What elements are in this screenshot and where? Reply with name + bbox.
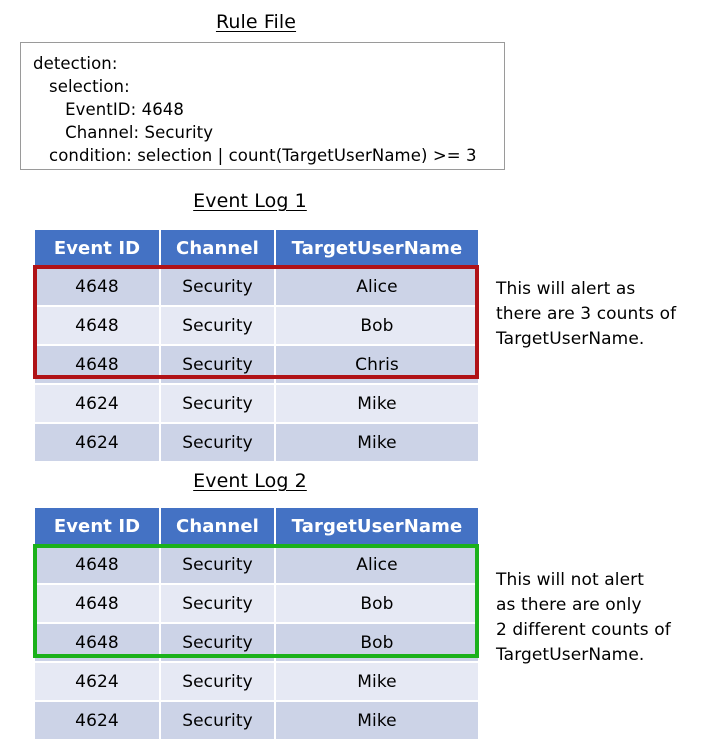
- rule-line-condition: condition: selection | count(TargetUserN…: [33, 146, 477, 165]
- table-header-row: Event ID Channel TargetUserName: [35, 508, 478, 546]
- cell-targetusername: Chris: [275, 345, 478, 385]
- column-header-targetusername: TargetUserName: [275, 230, 478, 268]
- table-row: 4624 Security Mike: [35, 662, 478, 702]
- cell-targetusername: Mike: [275, 662, 478, 702]
- cell-targetusername: Mike: [275, 423, 478, 461]
- cell-channel: Security: [160, 423, 276, 461]
- cell-event-id: 4624: [35, 423, 161, 461]
- table-row: 4648 Security Bob: [35, 584, 478, 624]
- rule-line-channel: Channel: Security: [33, 123, 214, 142]
- cell-event-id: 4648: [35, 345, 161, 385]
- cell-event-id: 4648: [35, 267, 161, 307]
- event-log-1-annotation: This will alert as there are 3 counts of…: [496, 279, 677, 349]
- event-log-2-table: Event ID Channel TargetUserName 4648 Sec…: [35, 508, 478, 739]
- column-header-event-id: Event ID: [35, 508, 161, 546]
- cell-channel: Security: [160, 662, 276, 702]
- cell-targetusername: Mike: [275, 701, 478, 739]
- table-row: 4624 Security Mike: [35, 701, 478, 739]
- event-log-1-table: Event ID Channel TargetUserName 4648 Sec…: [35, 230, 478, 461]
- table-row: 4648 Security Bob: [35, 623, 478, 663]
- cell-targetusername: Mike: [275, 384, 478, 424]
- cell-channel: Security: [160, 584, 276, 624]
- cell-channel: Security: [160, 545, 276, 585]
- cell-event-id: 4648: [35, 306, 161, 346]
- cell-channel: Security: [160, 701, 276, 739]
- cell-channel: Security: [160, 623, 276, 663]
- cell-channel: Security: [160, 267, 276, 307]
- cell-targetusername: Bob: [275, 306, 478, 346]
- cell-targetusername: Bob: [275, 584, 478, 624]
- event-log-1-title: Event Log 1: [193, 190, 307, 212]
- table-row: 4624 Security Mike: [35, 423, 478, 461]
- table-row: 4648 Security Alice: [35, 267, 478, 307]
- cell-channel: Security: [160, 306, 276, 346]
- rule-file-box: detection: selection: EventID: 4648 Chan…: [20, 42, 505, 170]
- table-row: 4648 Security Chris: [35, 345, 478, 385]
- rule-line-selection: selection:: [33, 77, 130, 96]
- rule-file-title: Rule File: [215, 11, 297, 33]
- cell-event-id: 4648: [35, 545, 161, 585]
- column-header-event-id: Event ID: [35, 230, 161, 268]
- table-row: 4648 Security Alice: [35, 545, 478, 585]
- column-header-channel: Channel: [160, 230, 276, 268]
- cell-targetusername: Alice: [275, 545, 478, 585]
- cell-targetusername: Bob: [275, 623, 478, 663]
- cell-event-id: 4624: [35, 662, 161, 702]
- cell-channel: Security: [160, 384, 276, 424]
- table-row: 4624 Security Mike: [35, 384, 478, 424]
- cell-event-id: 4648: [35, 584, 161, 624]
- cell-event-id: 4648: [35, 623, 161, 663]
- column-header-channel: Channel: [160, 508, 276, 546]
- table-row: 4648 Security Bob: [35, 306, 478, 346]
- column-header-targetusername: TargetUserName: [275, 508, 478, 546]
- event-log-2-title: Event Log 2: [193, 470, 307, 492]
- rule-line-detection: detection:: [33, 54, 118, 73]
- rule-line-eventid: EventID: 4648: [33, 100, 185, 119]
- event-log-2-annotation: This will not alert as there are only 2 …: [496, 570, 671, 665]
- cell-targetusername: Alice: [275, 267, 478, 307]
- cell-event-id: 4624: [35, 384, 161, 424]
- cell-event-id: 4624: [35, 701, 161, 739]
- table-header-row: Event ID Channel TargetUserName: [35, 230, 478, 268]
- cell-channel: Security: [160, 345, 276, 385]
